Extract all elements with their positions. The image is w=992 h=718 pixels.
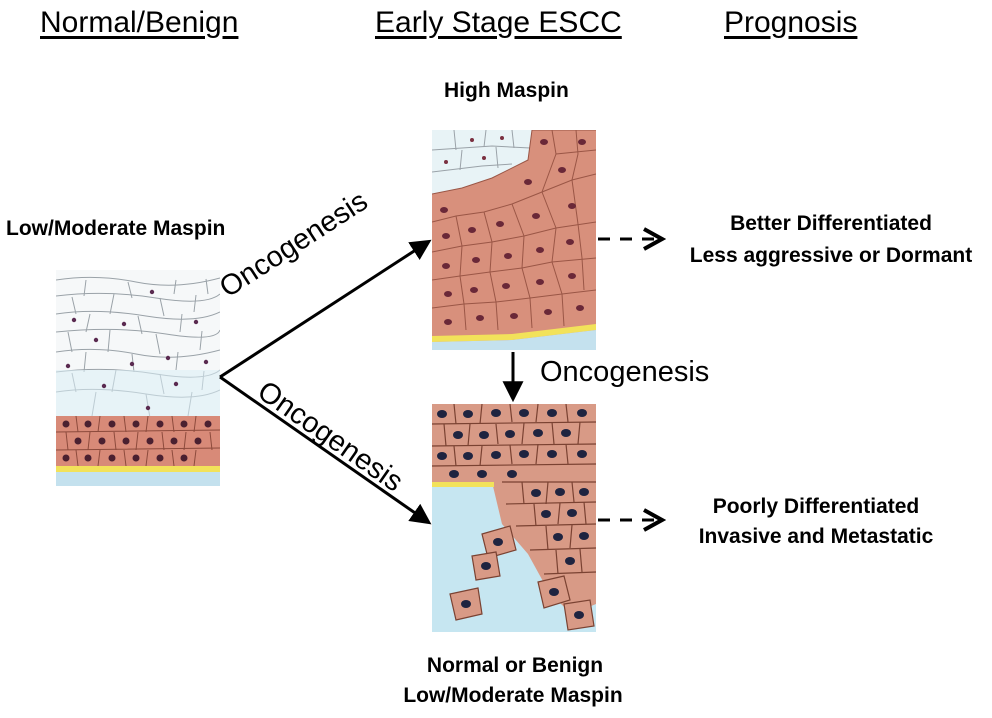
label-better-differentiated: Better Differentiated (730, 212, 932, 235)
label-invasive-metastatic: Invasive and Metastatic (698, 525, 934, 548)
normal-epithelium-illustration (56, 270, 220, 486)
label-low-moderate-maspin-bottom: Low/Moderate Maspin (403, 684, 623, 707)
arrow-label-vertical-oncogenesis: Oncogenesis (540, 356, 710, 388)
label-normal-or-benign: Normal or Benign (426, 654, 604, 677)
label-poorly-differentiated: Poorly Differentiated (712, 495, 920, 518)
header-early-stage-escc: Early Stage ESCC (375, 6, 622, 39)
invasive-tissue-illustration (432, 404, 596, 632)
arrow-lower-oncogenesis (219, 375, 432, 525)
label-less-aggressive: Less aggressive or Dormant (689, 244, 973, 267)
header-prognosis: Prognosis (724, 6, 858, 39)
arrow-upper-oncogenesis (219, 239, 432, 379)
label-high-maspin: High Maspin (444, 79, 569, 102)
header-normal-benign: Normal/Benign (40, 6, 239, 39)
high-maspin-tissue-illustration (432, 130, 596, 350)
label-low-moderate-maspin-left: Low/Moderate Maspin (6, 217, 226, 240)
